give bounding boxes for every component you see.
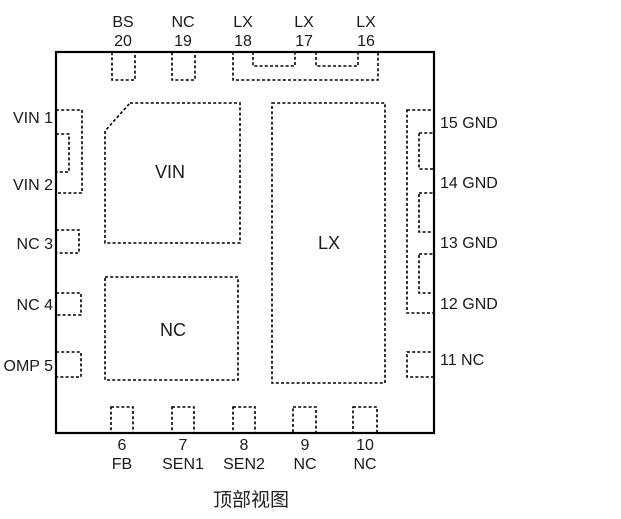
region-vin xyxy=(104,102,241,244)
pin-14-label: 14 GND xyxy=(440,175,498,192)
pin-6-name: FB xyxy=(112,456,132,473)
pin-gap-notch-18-17 xyxy=(252,51,296,67)
pin-11-label: 11 NC xyxy=(440,352,484,369)
pin-pad-11 xyxy=(406,351,435,378)
pin-20-number: 20 xyxy=(114,33,132,50)
pin-pad-6 xyxy=(110,406,134,434)
pin-gap-notch-14-13 xyxy=(418,192,435,233)
pin-pad-10 xyxy=(352,406,378,434)
pin-10-name: NC xyxy=(353,456,376,473)
region-nc xyxy=(104,276,239,381)
pin-7-name: SEN1 xyxy=(162,456,204,473)
pin-gap-notch-17-16 xyxy=(315,51,359,67)
pin-6-number: 6 xyxy=(118,437,127,454)
left-pin-labels: VIN 1 VIN 2 NC 3 NC 4 OMP 5 xyxy=(4,110,54,375)
right-pin-labels: 15 GND 14 GND 13 GND 12 GND 11 NC xyxy=(440,115,498,369)
region-lx xyxy=(271,102,386,384)
pin-gap-notch-13-12 xyxy=(418,253,435,294)
pin-9-name: NC xyxy=(293,456,316,473)
pin-15-label: 15 GND xyxy=(440,115,498,132)
pin-12-label: 12 GND xyxy=(440,296,498,313)
pin-8-name: SEN2 xyxy=(223,456,265,473)
pin-17-number: 17 xyxy=(295,33,313,50)
region-labels: VIN NC LX xyxy=(155,162,340,340)
figure-caption: 顶部视图 xyxy=(213,489,289,511)
pin-pad-3 xyxy=(55,229,80,254)
pin-pad-gnd-15-12 xyxy=(406,109,435,314)
pin-gap-notch-1-2 xyxy=(55,133,70,173)
pin-pad-8 xyxy=(232,406,256,434)
pin-4-label: NC 4 xyxy=(17,297,54,314)
region-vin-label: VIN xyxy=(155,162,185,182)
pin-18-name: LX xyxy=(233,14,253,31)
pin-pad-5 xyxy=(55,351,82,378)
pin-16-number: 16 xyxy=(357,33,375,50)
pin-10-number: 10 xyxy=(356,437,374,454)
pin-5-label: OMP 5 xyxy=(4,358,54,375)
pin-8-number: 8 xyxy=(240,437,249,454)
pin-pad-9 xyxy=(292,406,317,434)
pin-13-label: 13 GND xyxy=(440,235,498,252)
pin-19-number: 19 xyxy=(174,33,192,50)
region-lx-label: LX xyxy=(318,233,340,253)
pin-gap-notch-15-14 xyxy=(418,132,435,170)
pin-2-label: VIN 2 xyxy=(13,177,53,194)
region-nc-label: NC xyxy=(160,320,186,340)
pin-pad-7 xyxy=(171,406,195,434)
pin-pad-lx-18-17-16 xyxy=(232,51,379,81)
pin-20-name: BS xyxy=(112,14,133,31)
die-regions xyxy=(104,102,386,384)
pin-9-number: 9 xyxy=(301,437,310,454)
pin-17-name: LX xyxy=(294,14,314,31)
package-outline xyxy=(54,50,436,435)
pin-pad-vin-1-2 xyxy=(55,109,83,194)
top-pin-labels: BS 20 NC 19 LX 18 LX 17 LX 16 xyxy=(112,14,376,50)
bottom-pin-labels: 6 FB 7 SEN1 8 SEN2 9 NC 10 NC xyxy=(112,437,377,473)
pin-1-label: VIN 1 xyxy=(13,110,53,127)
pin-pad-4 xyxy=(55,292,82,316)
pin-pad-19 xyxy=(171,51,196,81)
pin-pad-20 xyxy=(111,51,136,81)
pin-16-name: LX xyxy=(356,14,376,31)
pin-19-name: NC xyxy=(171,14,194,31)
pin-7-number: 7 xyxy=(179,437,188,454)
pin-3-label: NC 3 xyxy=(17,236,54,253)
pin-18-number: 18 xyxy=(234,33,252,50)
